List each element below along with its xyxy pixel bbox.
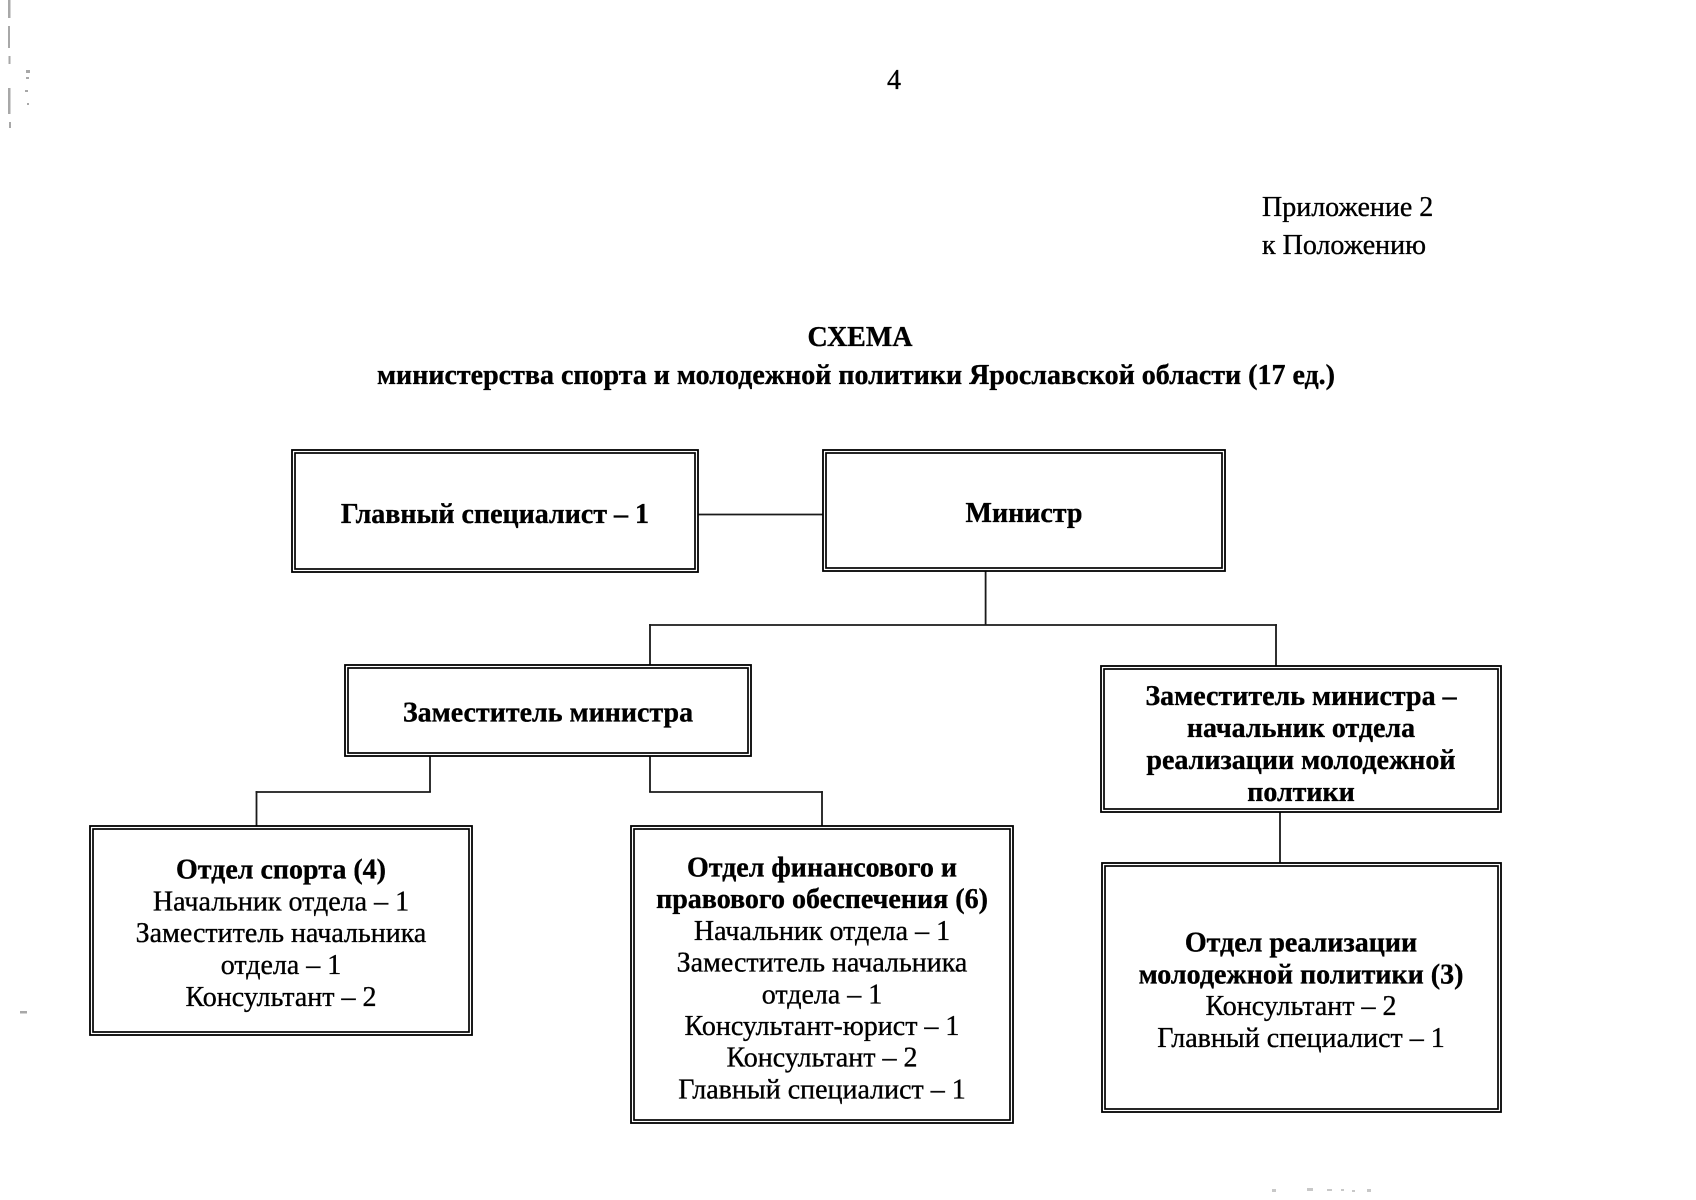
- svg-text:отдела – 1: отдела – 1: [221, 950, 342, 981]
- svg-text:Заместитель министра: Заместитель министра: [403, 698, 693, 729]
- svg-text:Консультант-юрист – 1: Консультант-юрист – 1: [685, 1011, 960, 1042]
- svg-text:Заместитель начальника: Заместитель начальника: [677, 948, 968, 979]
- svg-text:СХЕМА: СХЕМА: [807, 322, 913, 353]
- svg-text:Консультант – 2: Консультант – 2: [727, 1043, 918, 1074]
- svg-text:Начальник отдела – 1: Начальник отдела – 1: [153, 886, 409, 917]
- svg-text:Заместитель начальника: Заместитель начальника: [136, 918, 427, 949]
- svg-text:Заместитель министра –: Заместитель министра –: [1145, 681, 1457, 712]
- svg-text:Отдел финансового и: Отдел финансового и: [687, 853, 957, 884]
- svg-text:к Положению: к Положению: [1262, 230, 1426, 261]
- svg-text:министерства спорта и молодежн: министерства спорта и молодежной политик…: [377, 360, 1335, 391]
- svg-text:Консультант – 2: Консультант – 2: [1206, 991, 1397, 1022]
- svg-text:Главный специалист – 1: Главный специалист – 1: [1157, 1023, 1445, 1054]
- svg-text:Отдел реализации: Отдел реализации: [1185, 928, 1417, 959]
- svg-text:Отдел спорта (4): Отдел спорта (4): [176, 855, 386, 886]
- svg-text:начальник отдела: начальник отдела: [1187, 713, 1415, 744]
- svg-text:4: 4: [887, 65, 901, 96]
- svg-text:Главный специалист – 1: Главный специалист – 1: [341, 499, 649, 530]
- svg-text:Министр: Министр: [966, 498, 1083, 529]
- svg-text:правового обеспечения (6): правового обеспечения (6): [656, 884, 988, 915]
- svg-text:Главный специалист – 1: Главный специалист – 1: [678, 1074, 966, 1105]
- svg-text:отдела – 1: отдела – 1: [762, 979, 883, 1010]
- svg-text:Начальник отдела – 1: Начальник отдела – 1: [694, 916, 950, 947]
- svg-text:Консультант – 2: Консультант – 2: [186, 982, 377, 1013]
- svg-text:полтики: полтики: [1247, 777, 1355, 808]
- svg-text:молодежной политики (3): молодежной политики (3): [1139, 959, 1464, 990]
- svg-text:Приложение 2: Приложение 2: [1262, 192, 1433, 223]
- svg-text:реализации молодежной: реализации молодежной: [1146, 745, 1455, 776]
